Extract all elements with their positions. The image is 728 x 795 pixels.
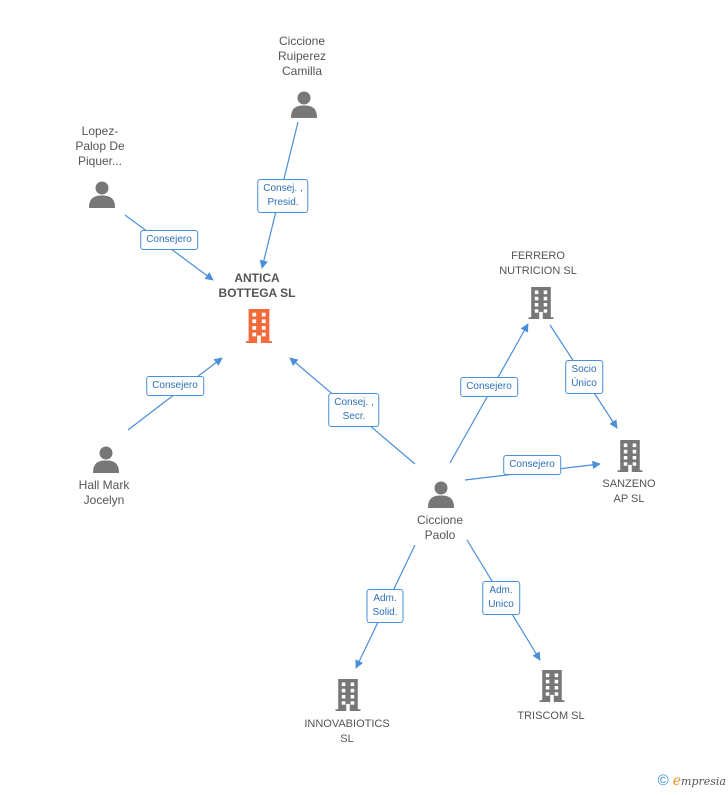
edge-label-ferrero-to-sanzeno[interactable]: Socio Único [565,360,603,394]
person-icon-hall[interactable] [93,446,119,474]
node-label-antica[interactable]: ANTICA BOTTEGA SL [218,271,296,300]
node-label-ciccione_p[interactable]: Ciccione Paolo [416,513,464,542]
person-icon-ciccione_r[interactable] [291,91,317,119]
node-label-triscom[interactable]: TRISCOM SL [517,709,585,722]
person-icon-lopez[interactable] [89,181,115,209]
copyright-icon: © [657,772,669,789]
edge-label-ciccione_p-to-sanzeno[interactable]: Consejero [503,455,561,475]
edge-label-hall-to-antica[interactable]: Consejero [146,376,204,396]
building-icon-ferrero[interactable] [528,287,554,319]
edge-label-ciccione_r-to-antica[interactable]: Consej. , Presid. [257,179,309,213]
edge-label-ciccione_p-to-antica[interactable]: Consej. , Secr. [328,393,380,427]
person-icon-ciccione_p[interactable] [428,481,454,509]
node-label-hall[interactable]: Hall Mark Jocelyn [78,478,130,507]
brand-logo[interactable]: empresia [672,773,726,789]
node-label-lopez[interactable]: Lopez- Palop De Piquer... [75,123,125,168]
node-label-ciccione_r[interactable]: Ciccione Ruiperez Camilla [277,33,327,78]
building-icon-triscom[interactable] [539,670,565,702]
node-label-ferrero[interactable]: FERRERO NUTRICION SL [499,250,577,277]
building-icon-antica[interactable] [245,309,273,343]
edge-label-ciccione_p-to-triscom[interactable]: Adm. Unico [482,581,520,615]
node-label-sanzeno[interactable]: SANZENO AP SL [602,478,656,505]
edge-label-ciccione_p-to-innova[interactable]: Adm. Solid. [366,589,404,623]
building-icon-sanzeno[interactable] [617,440,643,472]
footer-credit: ©empresia [658,772,726,789]
edge-label-ciccione_p-to-ferrero[interactable]: Consejero [460,377,518,397]
edge-label-lopez-to-antica[interactable]: Consejero [140,230,198,250]
building-icon-innova[interactable] [335,679,361,711]
node-label-innova[interactable]: INNOVABIOTICS SL [304,718,390,745]
